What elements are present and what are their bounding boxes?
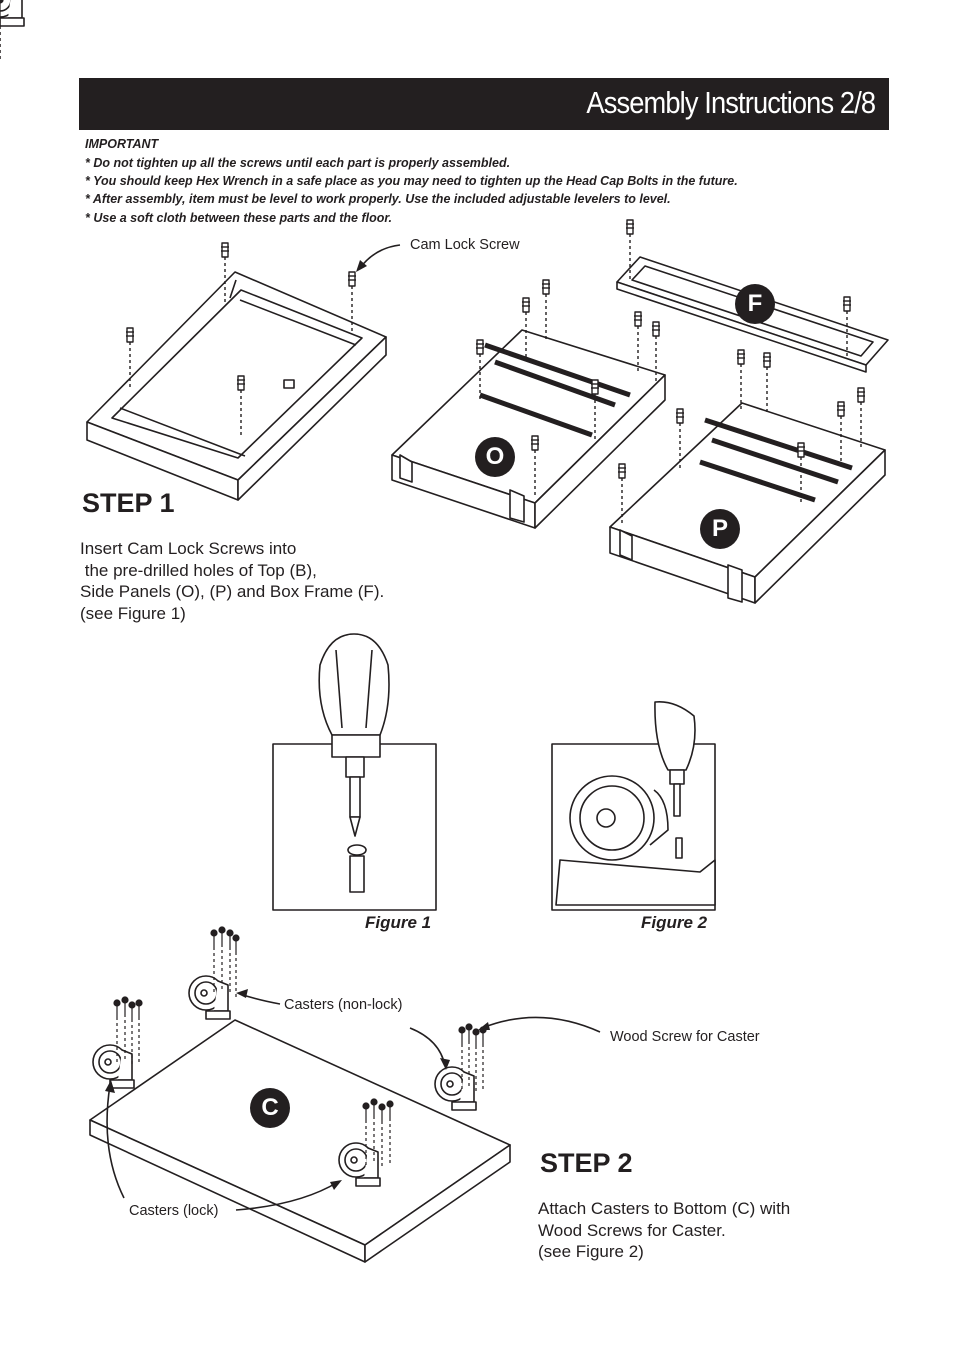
page-header-bar: Assembly Instructions 2/8 bbox=[79, 78, 889, 130]
figure-1-illustration bbox=[272, 633, 437, 911]
important-note-3: * After assembly, item must be level to … bbox=[85, 192, 671, 206]
step2-callout-arrows bbox=[105, 989, 601, 1211]
part-label-f: F bbox=[735, 284, 775, 324]
part-label-o: O bbox=[475, 437, 515, 477]
bottom-panel-c-illustration bbox=[89, 1019, 511, 1263]
wood-screws bbox=[0, 0, 487, 1168]
casters bbox=[0, 0, 477, 1187]
top-panel-b-illustration bbox=[86, 271, 387, 501]
step-1-text: Insert Cam Lock Screws into the pre-dril… bbox=[80, 539, 385, 623]
page-title: Assembly Instructions 2/8 bbox=[586, 85, 876, 120]
side-panel-p-illustration bbox=[609, 402, 886, 604]
figure-2-illustration bbox=[551, 700, 716, 911]
side-panel-o-illustration bbox=[391, 329, 666, 529]
cam-lock-callout-arrow bbox=[359, 244, 401, 269]
step-1-title: STEP 1 bbox=[82, 488, 175, 518]
step-2-text: Attach Casters to Bottom (C) with Wood S… bbox=[538, 1199, 791, 1261]
important-note-2: * You should keep Hex Wrench in a safe p… bbox=[85, 174, 738, 188]
casters-lock-callout: Casters (lock) bbox=[129, 1203, 219, 1219]
step-2-title: STEP 2 bbox=[540, 1148, 633, 1178]
important-heading: IMPORTANT bbox=[85, 137, 159, 151]
cam-lock-screw-callout: Cam Lock Screw bbox=[410, 237, 520, 253]
figure-2-caption: Figure 2 bbox=[641, 913, 708, 932]
figure-1-caption: Figure 1 bbox=[365, 913, 432, 932]
wood-screw-callout: Wood Screw for Caster bbox=[610, 1029, 760, 1045]
important-note-4: * Use a soft cloth between these parts a… bbox=[85, 211, 393, 225]
part-label-p: P bbox=[700, 509, 740, 549]
part-label-c: C bbox=[250, 1088, 290, 1128]
important-note-1: * Do not tighten up all the screws until… bbox=[85, 156, 511, 170]
casters-nonlock-callout: Casters (non-lock) bbox=[284, 997, 403, 1013]
